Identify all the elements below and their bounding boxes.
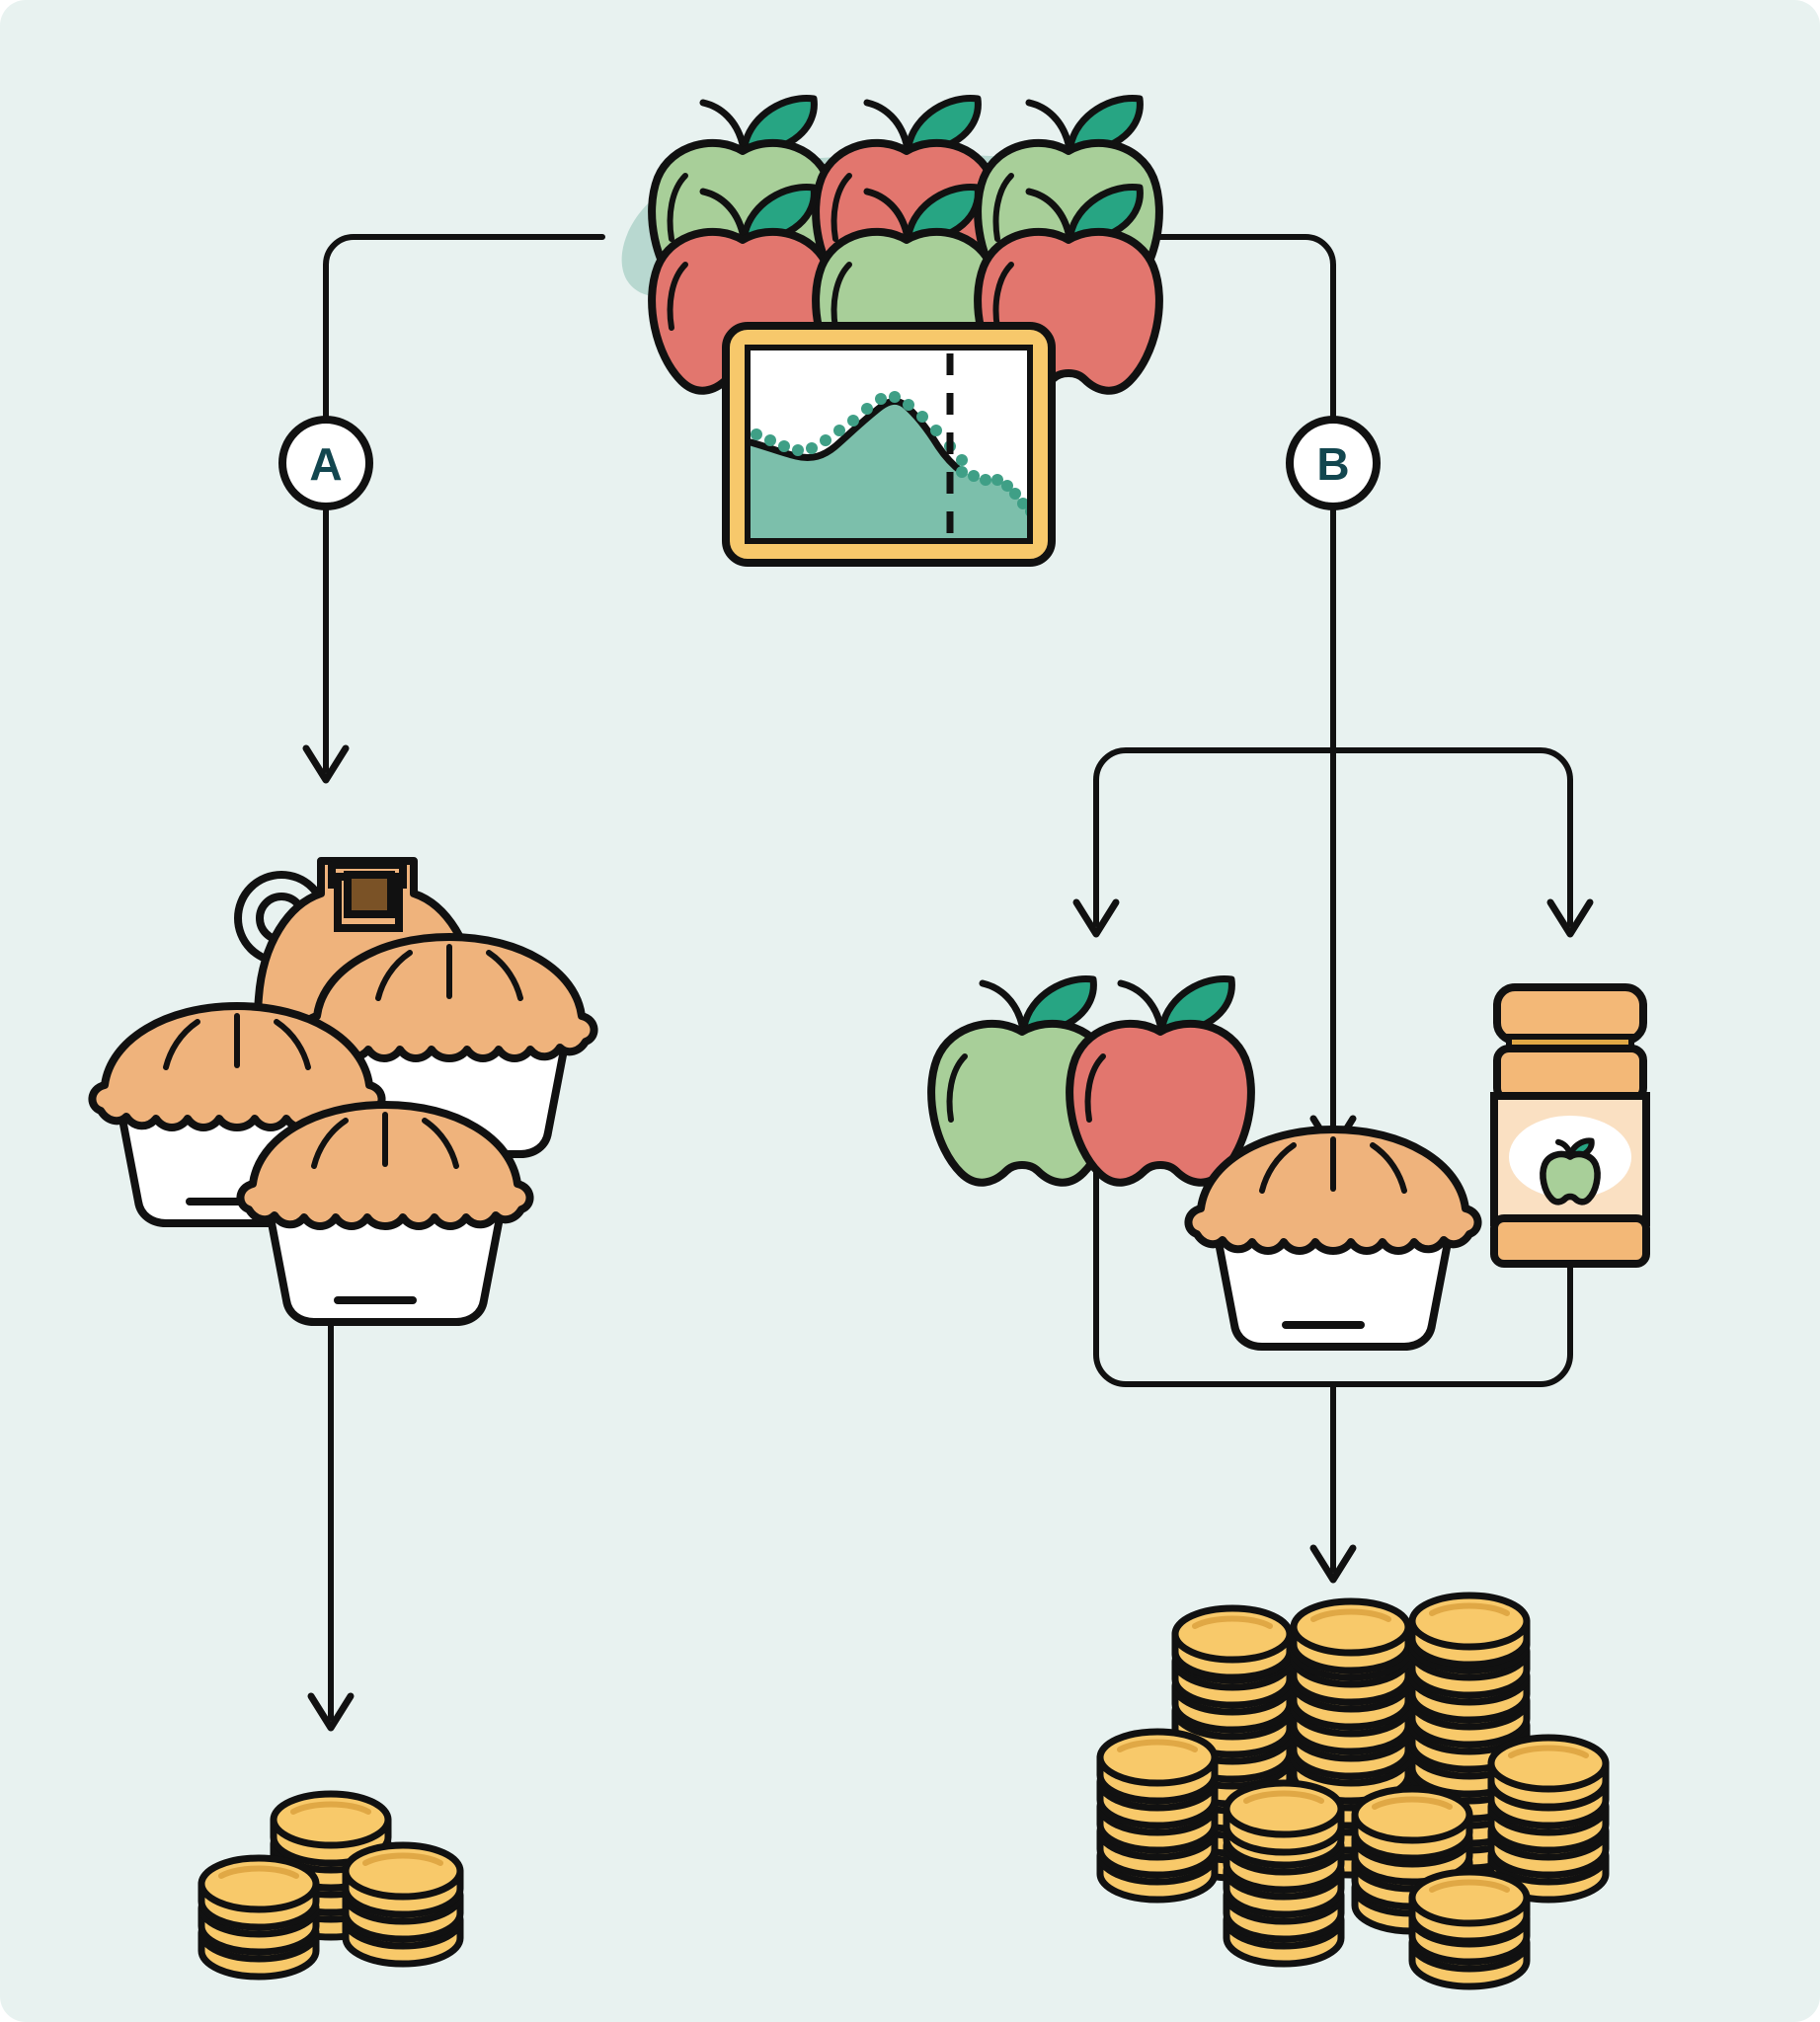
apple-pair-red: [1069, 978, 1251, 1182]
connector-source-to-branch-a: [323, 234, 605, 443]
jam-jar-apple-icon: [1540, 1137, 1601, 1205]
branch-a-products: [92, 857, 593, 1322]
badge-a-label: A: [309, 438, 342, 490]
arrowhead-branch-b-apples: [1072, 898, 1120, 938]
coin-stack-a-left: [201, 1858, 316, 1977]
badge-a[interactable]: A: [278, 416, 373, 510]
coin-stack-b6: [1227, 1783, 1341, 1964]
connector-branch-b-split: [1093, 747, 1573, 783]
pie-single: [1188, 1129, 1477, 1347]
coin-stack-b4: [1100, 1732, 1215, 1900]
pie-a-center: [240, 1105, 529, 1322]
coin-pile-small: [201, 1794, 460, 1977]
coin-stack-b8: [1412, 1872, 1527, 1986]
coin-stack-a-right: [346, 1845, 460, 1964]
connector-branch-b-merge-right: [1538, 1162, 1573, 1387]
badge-b-label: B: [1316, 438, 1349, 490]
apple-pair: [931, 978, 1251, 1182]
arrowhead-a-coins: [307, 1692, 355, 1732]
chart-line-historical: [751, 397, 966, 476]
coin-pile-large: [1100, 1595, 1606, 1986]
chart-forecast-dots: [956, 466, 1027, 516]
apple-group: [621, 98, 1159, 390]
connector-source-to-branch-b: [1143, 234, 1336, 443]
chart-area-forecast: [962, 472, 1027, 538]
chart-plot-area: [751, 353, 1027, 538]
jam-jar: [1490, 983, 1650, 1268]
badge-b[interactable]: B: [1286, 416, 1381, 510]
arrowhead-branch-b-coins: [1309, 1544, 1357, 1584]
arrowhead-branch-a: [302, 744, 350, 784]
arrowhead-branch-b-jar: [1546, 898, 1594, 938]
price-chart: [722, 322, 1056, 567]
chart-area-historical: [751, 401, 962, 538]
connector-branch-b-merge-left: [1093, 1162, 1129, 1387]
